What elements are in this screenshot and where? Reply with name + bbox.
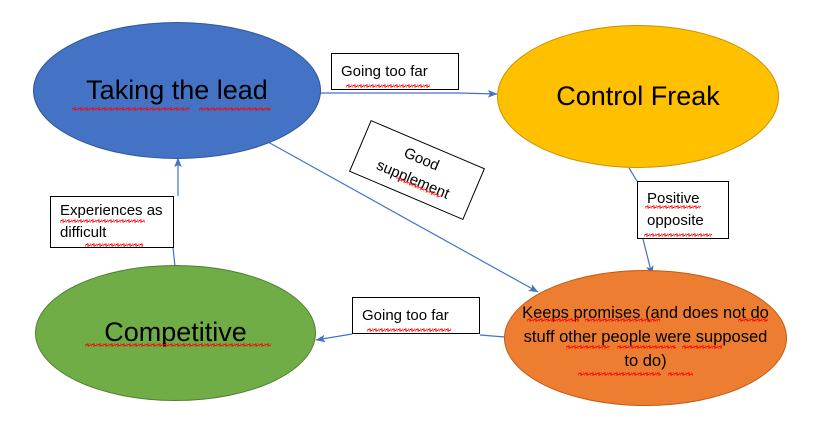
edge-label-experiences-as-difficult-text: Experiences as difficult — [60, 202, 163, 241]
edge-label-experiences-as-difficult[interactable]: Experiences as difficult — [50, 196, 174, 248]
edge-label-positive-opposite[interactable]: Positive opposite — [637, 181, 729, 239]
node-competitive[interactable]: Competitive — [35, 265, 316, 401]
node-competitive-label: Competitive — [104, 317, 247, 348]
connector-keeps-promises-to-competitive — [315, 333, 506, 343]
connector-competitive-to-taking-the-lead — [172, 157, 182, 267]
node-keeps-promises-label: Keeps promises (and does not do stuff ot… — [522, 304, 769, 370]
edge-label-going-too-far-top-text: Going too far — [341, 62, 428, 80]
edge-label-going-too-far-bottom[interactable]: Going too far — [352, 297, 480, 334]
connector-taking-the-lead-to-keeps-promises — [267, 141, 539, 293]
node-control-freak[interactable]: Control Freak — [497, 25, 779, 168]
node-taking-the-lead[interactable]: Taking the lead — [33, 22, 321, 159]
node-taking-the-lead-label: Taking the lead — [86, 74, 268, 105]
edge-label-positive-opposite-text: Positive opposite — [647, 190, 704, 229]
node-control-freak-label: Control Freak — [556, 80, 720, 111]
edge-label-going-too-far-top[interactable]: Going too far — [331, 53, 459, 90]
edge-label-going-too-far-bottom-text: Going too far — [362, 306, 449, 324]
connector-taking-the-lead-to-control-freak — [319, 89, 498, 98]
node-keeps-promises[interactable]: Keeps promises (and does not do stuff ot… — [504, 270, 787, 406]
connector-control-freak-to-keeps-promises — [628, 167, 654, 276]
